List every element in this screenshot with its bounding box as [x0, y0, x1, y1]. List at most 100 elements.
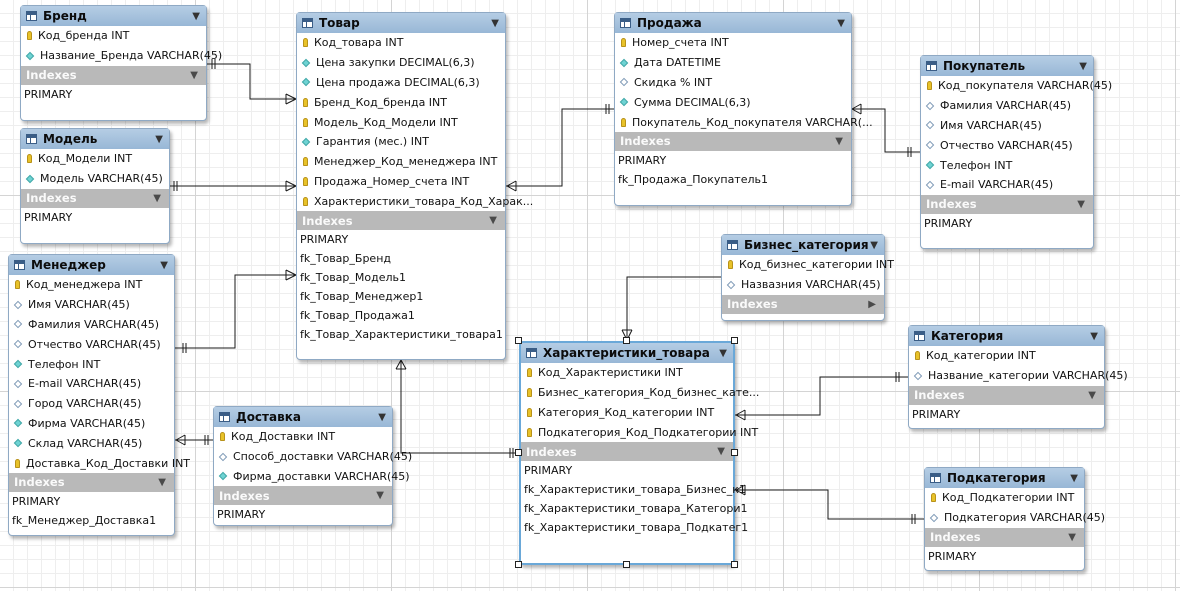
indexes-header[interactable]: Indexes▼ — [909, 385, 1104, 405]
column-row[interactable]: Код_товара INT — [297, 33, 505, 53]
index-row[interactable]: fk_Товар_Продажа1 — [300, 309, 415, 323]
column-row[interactable]: Категория_Код_категории INT — [521, 403, 733, 423]
index-row[interactable]: fk_Товар_Модель1 — [300, 271, 407, 285]
indexes-header[interactable]: Indexes▼ — [9, 472, 174, 492]
triangle-down-icon[interactable]: ▼ — [489, 215, 497, 227]
column-row[interactable]: Доставка_Код_Доставки INT — [9, 453, 190, 473]
index-row[interactable]: fk_Продажа_Покупатель1 — [618, 172, 768, 186]
column-row[interactable]: Продажа_Номер_счета INT — [297, 172, 505, 192]
column-row[interactable]: Фамилия VARCHAR(45) — [9, 315, 174, 335]
triangle-down-icon[interactable]: ▼ — [491, 17, 499, 29]
index-row[interactable]: PRIMARY — [524, 464, 573, 478]
index-row[interactable]: PRIMARY — [24, 210, 73, 224]
column-row[interactable]: Код_бренда INT — [21, 26, 206, 46]
triangle-down-icon[interactable]: ▼ — [717, 446, 725, 458]
column-row[interactable]: Дата DATETIME — [615, 53, 851, 73]
triangle-down-icon[interactable]: ▼ — [376, 490, 384, 502]
column-row[interactable]: Телефон INT — [921, 155, 1093, 175]
index-row[interactable]: PRIMARY — [912, 407, 961, 421]
column-row[interactable]: Код_бизнес_категории INT — [722, 255, 894, 275]
column-row[interactable]: Цена закупки DECIMAL(6,3) — [297, 53, 505, 73]
index-row[interactable]: PRIMARY — [924, 216, 973, 230]
triangle-down-icon[interactable]: ▼ — [1068, 531, 1076, 543]
resize-handle[interactable] — [515, 561, 522, 568]
column-row[interactable]: Фирма_доставки VARCHAR(45) — [214, 467, 410, 487]
table-header[interactable]: Доставка▼ — [214, 407, 392, 427]
triangle-down-icon[interactable]: ▼ — [870, 239, 878, 251]
column-row[interactable]: Бизнес_категория_Код_бизнес_кате... — [521, 383, 759, 403]
column-row[interactable]: Код_Характеристики INT — [521, 363, 733, 383]
index-row[interactable]: PRIMARY — [24, 87, 73, 101]
triangle-down-icon[interactable]: ▼ — [155, 133, 163, 145]
column-row[interactable]: Код_Модели INT — [21, 149, 169, 169]
index-row[interactable]: fk_Характеристики_товара_Бизнес_к1 — [524, 483, 746, 497]
column-row[interactable]: E-mail VARCHAR(45) — [9, 374, 174, 394]
index-row[interactable]: fk_Характеристики_товара_Категори1 — [524, 502, 748, 516]
triangle-down-icon[interactable]: ▼ — [378, 411, 386, 423]
triangle-down-icon[interactable]: ▼ — [1090, 330, 1098, 342]
index-row[interactable]: PRIMARY — [618, 153, 667, 167]
column-row[interactable]: Название_категории VARCHAR(45) — [909, 366, 1128, 386]
table-header[interactable]: Бизнес_категория▼ — [722, 235, 884, 255]
resize-handle[interactable] — [515, 337, 522, 344]
index-row[interactable]: fk_Товар_Менеджер1 — [300, 290, 424, 304]
column-row[interactable]: Имя VARCHAR(45) — [9, 295, 174, 315]
column-row[interactable]: Сумма DECIMAL(6,3) — [615, 92, 851, 112]
column-row[interactable]: Способ_доставки VARCHAR(45) — [214, 447, 412, 467]
index-row[interactable]: fk_Характеристики_товара_Подкатег1 — [524, 521, 749, 535]
index-row[interactable]: fk_Менеджер_Доставка1 — [12, 513, 157, 527]
resize-handle[interactable] — [623, 561, 630, 568]
column-row[interactable]: E-mail VARCHAR(45) — [921, 175, 1093, 195]
resize-handle[interactable] — [731, 337, 738, 344]
indexes-header[interactable]: Indexes▼ — [921, 194, 1093, 214]
triangle-down-icon[interactable]: ▼ — [153, 192, 161, 204]
column-row[interactable]: Код_менеджера INT — [9, 275, 174, 295]
column-row[interactable]: Модель VARCHAR(45) — [21, 169, 169, 189]
column-row[interactable]: Характеристики_товара_Код_Харак... — [297, 191, 533, 211]
column-row[interactable]: Номер_счета INT — [615, 33, 851, 53]
table-header[interactable]: Подкатегория▼ — [925, 468, 1084, 488]
indexes-header[interactable]: Indexes▼ — [21, 65, 206, 85]
index-row[interactable]: PRIMARY — [12, 494, 61, 508]
index-row[interactable]: PRIMARY — [300, 233, 349, 247]
column-row[interactable]: Фирма VARCHAR(45) — [9, 414, 174, 434]
table-header[interactable]: Продажа▼ — [615, 13, 851, 33]
table-header[interactable]: Модель▼ — [21, 129, 169, 149]
column-row[interactable]: Телефон INT — [9, 354, 174, 374]
column-row[interactable]: Фамилия VARCHAR(45) — [921, 96, 1093, 116]
triangle-down-icon[interactable]: ▼ — [1079, 60, 1087, 72]
column-row[interactable]: Назвазния VARCHAR(45) — [722, 275, 884, 295]
column-row[interactable]: Менеджер_Код_менеджера INT — [297, 152, 505, 172]
column-row[interactable]: Название_Бренда VARCHAR(45) — [21, 46, 222, 66]
column-row[interactable]: Код_Подкатегории INT — [925, 488, 1084, 508]
triangle-down-icon[interactable]: ▼ — [190, 69, 198, 81]
index-row[interactable]: fk_Товар_Бренд — [300, 252, 391, 266]
resize-handle[interactable] — [623, 337, 630, 344]
index-row[interactable]: PRIMARY — [217, 508, 266, 522]
column-row[interactable]: Подкатегория_Код_Подкатегории INT — [521, 422, 758, 442]
column-row[interactable]: Код_покупателя VARCHAR(45) — [921, 76, 1112, 96]
table-header[interactable]: Покупатель▼ — [921, 56, 1093, 76]
indexes-header[interactable]: Indexes▼ — [297, 211, 505, 231]
triangle-down-icon[interactable]: ▼ — [1077, 198, 1085, 210]
index-row[interactable]: fk_Товар_Характеристики_товара1 — [300, 328, 503, 342]
column-row[interactable]: Код_Доставки INT — [214, 427, 392, 447]
table-bizcat[interactable]: Бизнес_категория▼Код_бизнес_категории IN… — [721, 234, 894, 321]
column-row[interactable]: Город VARCHAR(45) — [9, 394, 174, 414]
indexes-header[interactable]: Indexes▼ — [521, 442, 733, 462]
resize-handle[interactable] — [515, 449, 522, 456]
column-row[interactable]: Гарантия (мес.) INT — [297, 132, 505, 152]
resize-handle[interactable] — [731, 561, 738, 568]
table-header[interactable]: Бренд▼ — [21, 6, 206, 26]
column-row[interactable]: Цена продажа DECIMAL(6,3) — [297, 73, 505, 93]
table-header[interactable]: Категория▼ — [909, 326, 1104, 346]
triangle-down-icon[interactable]: ▼ — [719, 347, 727, 359]
table-header[interactable]: Товар▼ — [297, 13, 505, 33]
triangle-down-icon[interactable]: ▼ — [835, 135, 843, 147]
